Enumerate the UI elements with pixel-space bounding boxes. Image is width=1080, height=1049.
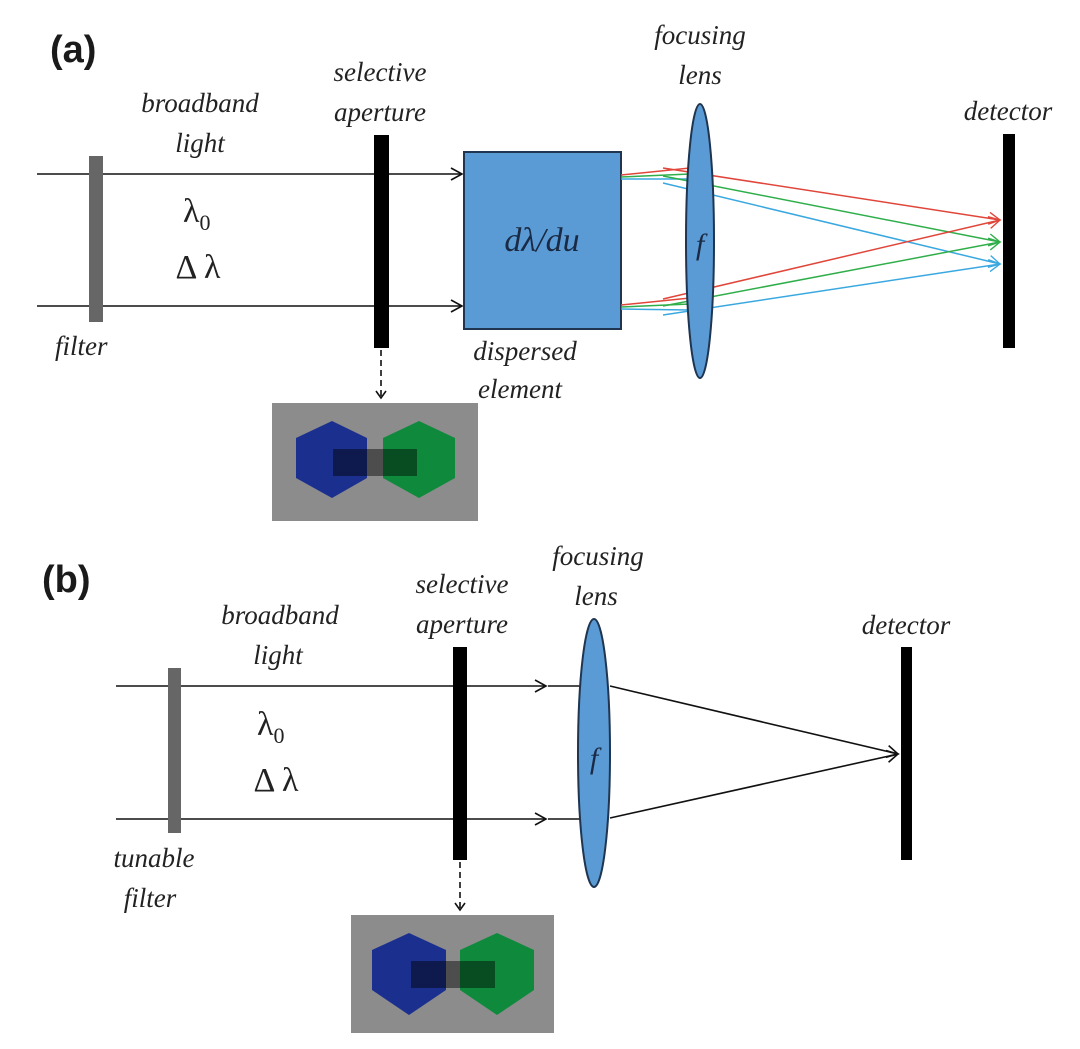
aperture-label-2: aperture bbox=[334, 97, 426, 127]
green-hexagon bbox=[460, 933, 534, 1015]
aperture-inset bbox=[272, 403, 478, 521]
slit-overlay bbox=[411, 961, 495, 988]
delta-lambda-symbol: Δ λ bbox=[176, 249, 221, 286]
lens-label-1: focusing bbox=[654, 20, 746, 50]
element-label: element bbox=[478, 374, 563, 404]
panel-a-label: (a) bbox=[50, 29, 96, 71]
filter-plate bbox=[89, 156, 103, 322]
selective-aperture bbox=[453, 647, 467, 860]
aperture-inset bbox=[351, 915, 554, 1033]
focusing-lens bbox=[577, 618, 611, 888]
aperture-label-1: selective bbox=[334, 57, 427, 87]
detector-label: detector bbox=[862, 610, 951, 640]
panel-b: (b) tunable filter broadband light λ0 Δ … bbox=[42, 541, 951, 1033]
aperture-label-1: selective bbox=[416, 569, 509, 599]
dispersion-symbol: dλ/du bbox=[504, 222, 579, 259]
panel-a: (a) filter broadband light λ0 Δ λ select… bbox=[37, 20, 1053, 521]
blue-hexagon bbox=[372, 933, 446, 1015]
lens-label-1: focusing bbox=[552, 541, 644, 571]
detector bbox=[901, 647, 912, 860]
focused-ray-top bbox=[609, 685, 900, 759]
detector-label: detector bbox=[964, 96, 1053, 126]
blue-hexagon bbox=[296, 421, 367, 498]
focused-ray-bottom bbox=[609, 749, 900, 819]
tunable-label: tunable bbox=[114, 843, 195, 873]
lambda-symbol: λ0 bbox=[257, 706, 285, 748]
dispersive-element bbox=[463, 151, 622, 330]
lens-label-2: lens bbox=[678, 60, 722, 90]
light-label: light bbox=[253, 640, 304, 670]
broadband-label: broadband bbox=[221, 600, 339, 630]
panel-b-label: (b) bbox=[42, 559, 91, 601]
green-hexagon bbox=[383, 421, 455, 498]
tunable-filter-plate bbox=[168, 668, 181, 833]
aperture-label-2: aperture bbox=[416, 609, 508, 639]
detector bbox=[1003, 134, 1015, 348]
broadband-label: broadband bbox=[141, 88, 259, 118]
filter-label: filter bbox=[124, 883, 177, 913]
dispersed-rays bbox=[620, 167, 1002, 316]
dispersed-label: dispersed bbox=[473, 336, 577, 366]
delta-lambda-symbol: Δ λ bbox=[254, 762, 299, 799]
filter-label: filter bbox=[55, 331, 108, 361]
focusing-lens bbox=[685, 103, 715, 379]
lens-label-2: lens bbox=[574, 581, 618, 611]
slit-overlay bbox=[333, 449, 417, 476]
lambda-symbol: λ0 bbox=[183, 193, 211, 235]
selective-aperture bbox=[374, 135, 389, 348]
light-label: light bbox=[175, 128, 226, 158]
